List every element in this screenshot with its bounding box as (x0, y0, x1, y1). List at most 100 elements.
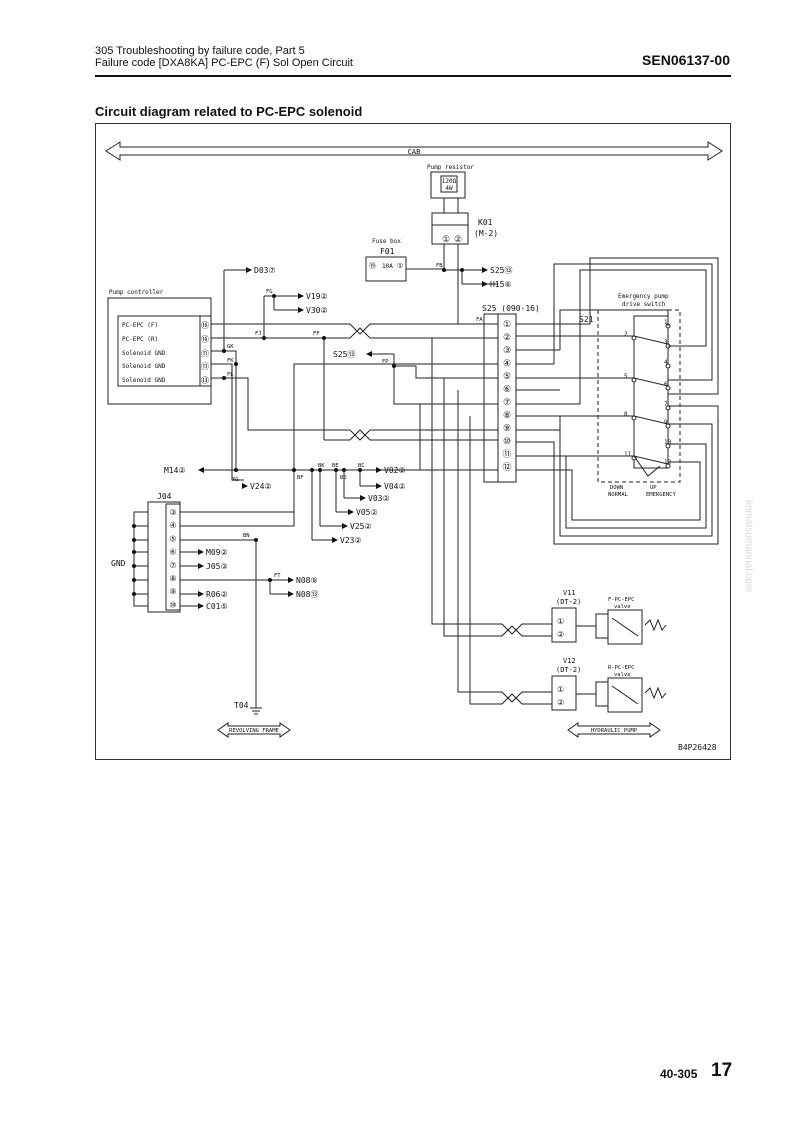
splice-ff: FF (313, 331, 320, 337)
s21-pin: 5 (624, 373, 628, 380)
pump-resistor-sub: 4W (445, 185, 453, 192)
page-number: 17 (711, 1060, 733, 1081)
fuse-pin-left: ⑲ (369, 262, 376, 270)
section-title: Circuit diagram related to PC-EPC soleno… (95, 104, 363, 119)
splice-fg: FG (266, 289, 273, 295)
hydraulic-pump-label: HYDRAULIC PUMP (591, 728, 638, 734)
s21-terminal (665, 385, 671, 391)
cab-label: CAB (408, 148, 421, 156)
j04-pin: ⑩ (169, 600, 176, 609)
ref-m09: M09② (206, 548, 228, 557)
s21-title2: drive switch (622, 301, 666, 308)
j04-pin: ⑧ (169, 574, 176, 583)
header-line1: 305 Troubleshooting by failure code, Par… (95, 45, 305, 57)
ref-r06: R06② (206, 590, 228, 599)
reference-arrows (198, 267, 488, 609)
pc-pin-5: ⑬ (201, 376, 209, 385)
document-code: SEN06137-00 (642, 52, 730, 68)
splice-labels: FB FA FG FJ FF FP GK FK FL XG BF BK BE B… (227, 263, 483, 579)
ref-v24: V24② (250, 482, 272, 491)
s21-pin: 8 (624, 411, 628, 418)
splice-bk: BK (318, 463, 325, 469)
pump-resistor-value: 120Ω (442, 178, 457, 185)
splice-bc: BC (358, 463, 365, 469)
ref-h15: H15⑥ (490, 280, 512, 289)
s21-terminal (665, 443, 671, 449)
pc-pin-4: ⑪ (201, 362, 209, 371)
fuse-box: Fuse box F01 ⑲ 10A ① (365, 238, 407, 282)
v11-connector: V11 (DT-2) ① ② F-PC-EPC valve (551, 589, 667, 645)
splice-be: BE (332, 463, 339, 469)
ref-d03: D03⑦ (254, 266, 276, 275)
revolving-frame-arrow: REVOLVING FRAME (217, 722, 291, 738)
cab-arrow: CAB (105, 141, 723, 161)
s21-up2: EMERGENCY (646, 492, 676, 498)
svg-text:②: ② (454, 235, 462, 245)
ref-m14: M14② (164, 466, 186, 475)
splice-fa: FA (476, 317, 483, 323)
splice-fl: FL (227, 372, 234, 378)
s21-down2: NORMAL (608, 492, 629, 498)
s25-pin: ③ (503, 346, 511, 356)
splice-gk: GK (227, 344, 234, 350)
svg-text:①: ① (557, 617, 564, 626)
ref-s25a: S25⑬ (490, 266, 512, 275)
figure-number: B4P26428 (678, 743, 717, 752)
ref-n08a: N08⑨ (296, 576, 318, 585)
splice-xg: XG (232, 477, 239, 483)
s21-pin: 6 (664, 381, 668, 388)
circuit-diagram: CAB Pump resistor 120Ω 4W ① ② K01 (M-2) … (95, 123, 731, 760)
v12-valve1: R-PC-EPC (608, 665, 635, 671)
pc-row-1: PC-EPC (F) (122, 322, 158, 329)
s21-terminal (665, 405, 671, 411)
pump-controller-label: Pump controller (109, 289, 164, 296)
pc-row-2: PC-EPC (R) (122, 336, 158, 343)
splice-points (132, 268, 464, 596)
ref-v02: V02② (384, 466, 406, 475)
fuse-box-label: Fuse box (372, 238, 401, 245)
pump-controller: Pump controller C02 (AMP-40) PC-EPC (F) … (107, 289, 212, 405)
s25-pin: ⑦ (503, 398, 511, 408)
svg-text:②: ② (557, 630, 564, 639)
splice-fk: FK (227, 358, 234, 364)
splice-bn: BN (243, 533, 250, 539)
s25-pin: ⑩ (503, 437, 511, 447)
s21-pin: 4 (664, 359, 668, 366)
pc-pin-1: ⑯ (201, 321, 209, 330)
s21-title1: Emergency pump (618, 293, 669, 300)
s21-pin: 2 (624, 331, 628, 338)
s25-pin: ⑪ (502, 449, 511, 460)
j04-pin: ⑥ (169, 548, 176, 557)
svg-text:①: ① (442, 235, 450, 245)
s21-pin: 11 (624, 451, 632, 458)
v11-valve2: valve (614, 604, 631, 610)
pc-row-4: Solenoid GND (122, 363, 166, 370)
ref-v25: V25② (350, 522, 372, 531)
s25-pin: ⑧ (503, 411, 511, 421)
svg-text:②: ② (557, 698, 564, 707)
s21-pin: 9 (664, 419, 668, 426)
ref-v04: V04② (384, 482, 406, 491)
ref-v19: V19② (306, 292, 328, 301)
splice-bd: BD (340, 475, 347, 481)
j04-pin: ⑦ (169, 561, 176, 570)
v12-type: (DT-2) (556, 666, 581, 674)
j04-id: J04 (157, 492, 172, 501)
splice-fj: FJ (255, 331, 262, 337)
fuse-pin-right: ① (397, 262, 403, 270)
s21-pin: 12 (664, 459, 672, 466)
k01-type: (M-2) (474, 229, 498, 238)
splice-ft: FT (274, 573, 281, 579)
revolving-frame-label: REVOLVING FRAME (229, 728, 279, 734)
s21-switch: Emergency pump drive switch S21 12345678… (579, 293, 681, 498)
s21-pin: 1 (664, 319, 668, 326)
pc-row-5: Solenoid GND (122, 377, 166, 384)
s21-terminal (665, 463, 671, 469)
watermark-right: komatsumanual.com (743, 500, 754, 593)
s21-terminal (665, 423, 671, 429)
gnd-label: GND (111, 559, 126, 568)
j04-pin: ⑤ (169, 534, 176, 543)
j04-pin: ⑨ (169, 587, 176, 596)
